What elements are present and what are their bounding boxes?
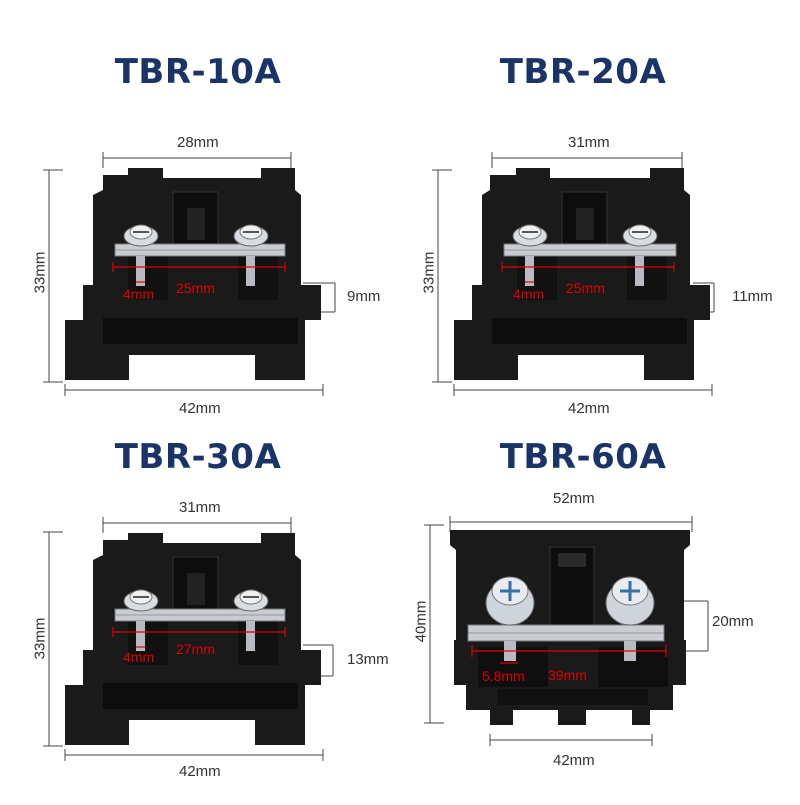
side-label: 20mm — [712, 613, 754, 630]
bottom-width-label: 42mm — [553, 752, 595, 769]
bottom-width-label: 42mm — [179, 400, 221, 417]
span-label: 39mm — [548, 667, 587, 683]
side-label: 9mm — [347, 288, 381, 305]
height-dimension-line — [43, 169, 63, 383]
red-measure-lines — [112, 262, 286, 283]
top-dimension-line — [449, 516, 693, 532]
bottom-dimension-line — [64, 384, 324, 396]
bottom-width-label: 42mm — [568, 400, 610, 417]
metal-strap — [503, 243, 677, 257]
product-panel-tbr-60a: TBR-60A — [412, 385, 800, 785]
height-label: 33mm — [31, 617, 49, 660]
terminal-body — [65, 533, 321, 745]
side-label: 13mm — [347, 651, 389, 668]
terminal-body — [65, 168, 321, 380]
bottom-dimension-line — [489, 734, 653, 746]
terminal-block-figure — [432, 152, 715, 396]
terminal-body — [454, 168, 710, 380]
side-dimension-bracket — [684, 600, 709, 652]
bottom-dimension-line — [64, 749, 324, 761]
span-label: 25mm — [566, 280, 605, 296]
top-width-label: 52mm — [553, 490, 595, 507]
top-width-label: 31mm — [568, 134, 610, 151]
product-panel-tbr-10a: TBR-10A — [31, 0, 433, 417]
terminal-block-figure — [43, 517, 334, 761]
screw-size-label: 4mm — [123, 649, 155, 665]
span-label: 25mm — [176, 280, 215, 296]
screw-right-icon — [233, 224, 269, 286]
metal-strap — [114, 243, 286, 257]
metal-strap — [114, 608, 286, 622]
height-dimension-line — [43, 531, 63, 747]
screw-size-label: 5.8mm — [482, 668, 525, 684]
side-label: 11mm — [732, 288, 773, 305]
screw-left-icon — [512, 224, 548, 286]
screw-right-icon — [233, 589, 269, 651]
screw-right-icon — [605, 576, 655, 661]
height-label: 33mm — [420, 251, 438, 294]
product-panel-tbr-30a: TBR-30A — [31, 385, 433, 785]
top-width-label: 28mm — [177, 134, 219, 151]
product-title: TBR-10A — [114, 52, 282, 92]
span-label: 27mm — [176, 641, 215, 657]
screw-size-label: 4mm — [513, 286, 545, 302]
height-label: 40mm — [412, 600, 430, 643]
terminal-block-figure — [424, 516, 709, 746]
top-dimension-line — [491, 152, 683, 168]
height-label: 33mm — [31, 251, 49, 294]
product-title: TBR-60A — [499, 437, 667, 477]
red-measure-lines — [501, 262, 675, 283]
metal-strap — [467, 624, 665, 642]
red-measure-lines — [112, 627, 286, 648]
red-measure-lines — [471, 645, 667, 664]
product-title: TBR-20A — [499, 52, 667, 92]
height-dimension-line — [424, 524, 444, 724]
terminal-block-figure — [43, 152, 336, 396]
bottom-width-label: 42mm — [179, 763, 221, 780]
top-width-label: 31mm — [179, 499, 221, 516]
top-dimension-line — [102, 517, 292, 533]
top-dimension-line — [102, 152, 292, 168]
screw-right-icon — [622, 224, 658, 286]
height-dimension-line — [432, 169, 452, 383]
bottom-dimension-line — [453, 384, 713, 396]
screw-left-icon — [123, 589, 159, 651]
product-panel-tbr-20a: TBR-20A — [418, 0, 800, 417]
screw-size-label: 4mm — [123, 286, 155, 302]
screw-left-icon — [485, 576, 535, 661]
product-title: TBR-30A — [114, 437, 282, 477]
screw-left-icon — [123, 224, 159, 286]
